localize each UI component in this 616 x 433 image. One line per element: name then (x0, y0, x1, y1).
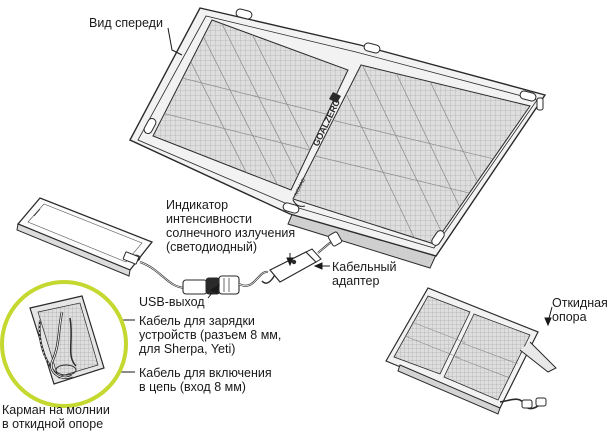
label-adapter-line2: адаптер (332, 274, 380, 288)
label-pocket-line1: Карман на молнии (2, 403, 110, 417)
label-pocket-line2: в откидной опоре (2, 417, 104, 431)
label-charge-cable-line1: Кабель для зарядки (139, 314, 255, 328)
label-charge-cable-line2: устройств (разъем 8 мм, (139, 328, 282, 342)
label-adapter-line1: Кабельный (332, 260, 397, 274)
label-indicator-line4: (светодиодный) (166, 240, 257, 254)
usb-cable-assembly (122, 231, 343, 295)
label-front-view: Вид спереди (89, 16, 163, 30)
zip-pocket-detail (0, 280, 128, 408)
label-indicator-line1: Индикатор (166, 198, 229, 212)
solar-panel-front: GOALZERO NOMAD (129, 7, 547, 269)
label-usb-output: USB-выход (139, 295, 205, 309)
label-kickstand-line1: Откидная (552, 296, 608, 310)
label-indicator-line3: солнечного излучения (166, 226, 296, 240)
label-kickstand-line2: опора (552, 310, 587, 324)
label-chain-cable-line2: в цепь (вход 8 мм) (139, 380, 246, 394)
kickstand-panel (385, 287, 557, 415)
label-chain-cable-line1: Кабель для включения (139, 366, 272, 380)
phone-device (16, 197, 154, 277)
label-indicator-line2: интенсивности (166, 212, 253, 226)
label-charge-cable-line3: для Sherpa, Yeti) (139, 342, 236, 356)
